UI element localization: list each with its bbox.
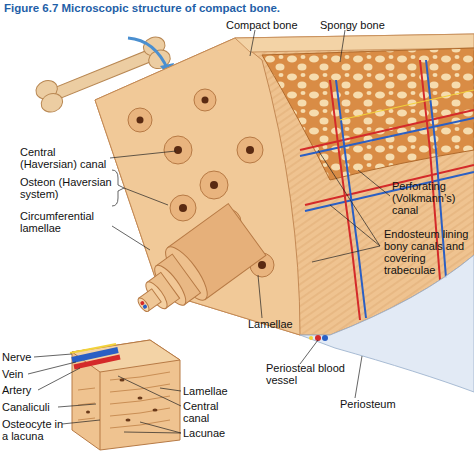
leader-lines <box>312 150 380 262</box>
part-label: Perforating (Volkmann’s) canal <box>392 180 474 216</box>
compact-bone-section <box>95 38 300 335</box>
part-label: Artery <box>2 384 31 396</box>
blood-vessels <box>300 110 474 150</box>
part-label: Lacunae <box>183 427 225 439</box>
inset-osteon-block <box>72 340 180 450</box>
leader-lines <box>28 30 390 433</box>
leader-lines <box>300 340 318 364</box>
part-label: Central (Haversian) canal <box>20 146 115 170</box>
part-label: Spongy bone <box>320 19 385 31</box>
inset-osteon-block <box>100 372 101 450</box>
part-label: Compact bone <box>226 19 298 31</box>
inset-osteon-block <box>74 357 120 367</box>
spongy-bone <box>262 48 474 180</box>
inset-osteon-block <box>110 372 170 428</box>
inset-osteon-block <box>70 344 116 353</box>
compact-bone-section <box>95 34 474 335</box>
osteon-cross-sections <box>246 146 254 154</box>
part-label: Osteon (Haversian system) <box>20 176 115 200</box>
osteon-cross-sections <box>137 117 144 124</box>
part-label: Periosteum <box>340 398 396 410</box>
leader-lines <box>355 356 362 398</box>
part-label: Vein <box>2 368 23 380</box>
figure-title: Figure 6.7 Microscopic structure of comp… <box>4 2 280 14</box>
leader-lines <box>358 170 390 196</box>
leader-lines <box>340 30 345 62</box>
periosteum <box>322 335 328 341</box>
osteon-cross-sections <box>258 261 266 269</box>
osteon-cross-sections <box>174 146 182 154</box>
long-bone-icon <box>38 90 65 115</box>
leader-lines <box>38 368 80 390</box>
spongy-bone <box>262 48 474 180</box>
osteon-telescope <box>142 304 148 310</box>
inset-osteon-block <box>70 340 180 450</box>
leader-lines <box>62 420 100 424</box>
osteon-cross-sections <box>128 108 152 132</box>
inset-osteon-block <box>126 419 131 422</box>
part-label: Central canal <box>183 400 233 424</box>
part-label: Lamellae <box>248 318 293 330</box>
inset-osteon-block <box>72 340 180 372</box>
leader-lines <box>112 170 124 206</box>
part-label: Lamellae <box>183 385 228 397</box>
leader-lines <box>258 275 262 318</box>
osteon-telescope <box>136 296 151 313</box>
inset-osteon-block <box>86 411 90 414</box>
inset-osteon-block <box>153 409 158 412</box>
leader-lines <box>112 226 150 250</box>
leader-lines <box>124 422 181 433</box>
osteon-cross-sections <box>170 195 196 221</box>
leader-lines <box>250 30 255 56</box>
osteon-cross-sections <box>164 136 192 164</box>
leader-lines <box>28 362 76 374</box>
leader-lines <box>34 354 72 357</box>
part-label: Endosteum lining bony canals and coverin… <box>384 228 474 276</box>
part-label: Canaliculi <box>2 401 50 413</box>
osteon-cross-sections <box>202 97 209 104</box>
leader-lines <box>160 388 181 391</box>
osteon-cross-sections <box>179 204 187 212</box>
part-label: Osteocyte in a lacuna <box>2 418 64 442</box>
blood-vessels <box>340 90 474 120</box>
leader-lines <box>124 188 168 205</box>
pointer-arrow <box>128 38 168 70</box>
osteon-telescope <box>122 204 266 333</box>
part-label: Circumferential lamellae <box>20 210 115 234</box>
compact-bone-section <box>95 34 474 335</box>
osteon-cross-sections <box>237 137 263 163</box>
inset-osteon-block <box>138 397 143 400</box>
osteon-cross-sections <box>210 181 218 189</box>
osteon-cross-sections <box>200 171 228 199</box>
blood-vessels <box>300 118 474 156</box>
leader-lines <box>58 404 96 407</box>
part-label: Nerve <box>2 351 31 363</box>
osteon-cross-sections <box>194 89 216 111</box>
part-label: Periosteal blood vessel <box>266 362 346 386</box>
leader-lines <box>110 151 176 158</box>
periosteum <box>309 336 313 340</box>
leader-lines <box>118 376 181 406</box>
